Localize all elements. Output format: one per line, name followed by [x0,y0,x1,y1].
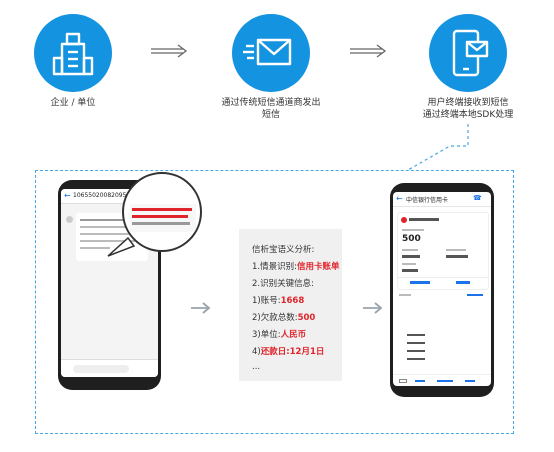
bank-logo-icon [401,217,407,223]
card-sub-row [397,292,487,300]
card-header: ← 中信银行信用卡 ☎ [393,192,491,207]
sms-input[interactable] [73,365,129,373]
call-icon[interactable]: ☎ [473,194,482,202]
analysis-item-due-date: 4)还款日:12月1日 [252,347,325,357]
phone-message-icon [429,14,507,92]
bill-card: 500 [397,212,489,290]
bank-name: 中信银行信用卡 [406,197,449,204]
flow-arrow-1 [149,43,189,62]
back-arrow-icon[interactable]: ← [64,191,71,200]
card-menu[interactable] [407,334,447,374]
analysis-title: 信析宝语义分析: [252,245,315,255]
analysis-item-account: 1)账号:1668 [252,296,305,306]
avatar [66,216,73,223]
analysis-scene: 1.情景识别:信用卡账单 [252,262,340,272]
step-label-enterprise: 企业 / 单位 [50,98,96,108]
analysis-item-amount: 2)欠款总数:500 [252,313,316,323]
step-label-sms-channel: 通过传统短信通道商发出 短信 [221,98,321,120]
magnifier-pointer [107,236,136,257]
magnifier [122,172,202,252]
analysis-panel [239,229,342,381]
bill-amount: 500 [402,234,421,244]
process-arrow-1 [190,300,212,319]
bottom-menu-bar[interactable] [393,374,491,386]
keyboard-icon[interactable] [399,379,407,383]
envelope-icon [232,14,310,92]
process-arrow-2 [362,300,384,319]
sms-input-bar[interactable] [61,359,158,377]
back-arrow-icon[interactable]: ← [396,194,403,203]
process-container [35,170,514,434]
dashed-connector [407,124,469,171]
flow-arrow-2 [348,43,388,62]
analysis-ellipsis: ... [252,362,261,372]
right-phone-screen: ← 中信银行信用卡 ☎ 500 [393,192,491,386]
analysis-item-unit: 3)单位:人民币 [252,330,307,340]
card-action-right[interactable] [456,281,470,284]
building-icon [34,14,112,92]
analysis-key-info: 2.识别关键信息: [252,279,314,289]
sms-sender: 10655020082095558 [73,192,138,199]
step-label-terminal-sdk: 用户终端接收到短信 通过终端本地SDK处理 [422,98,514,120]
right-phone: ← 中信银行信用卡 ☎ 500 [390,183,494,397]
card-action-left[interactable] [410,281,430,284]
